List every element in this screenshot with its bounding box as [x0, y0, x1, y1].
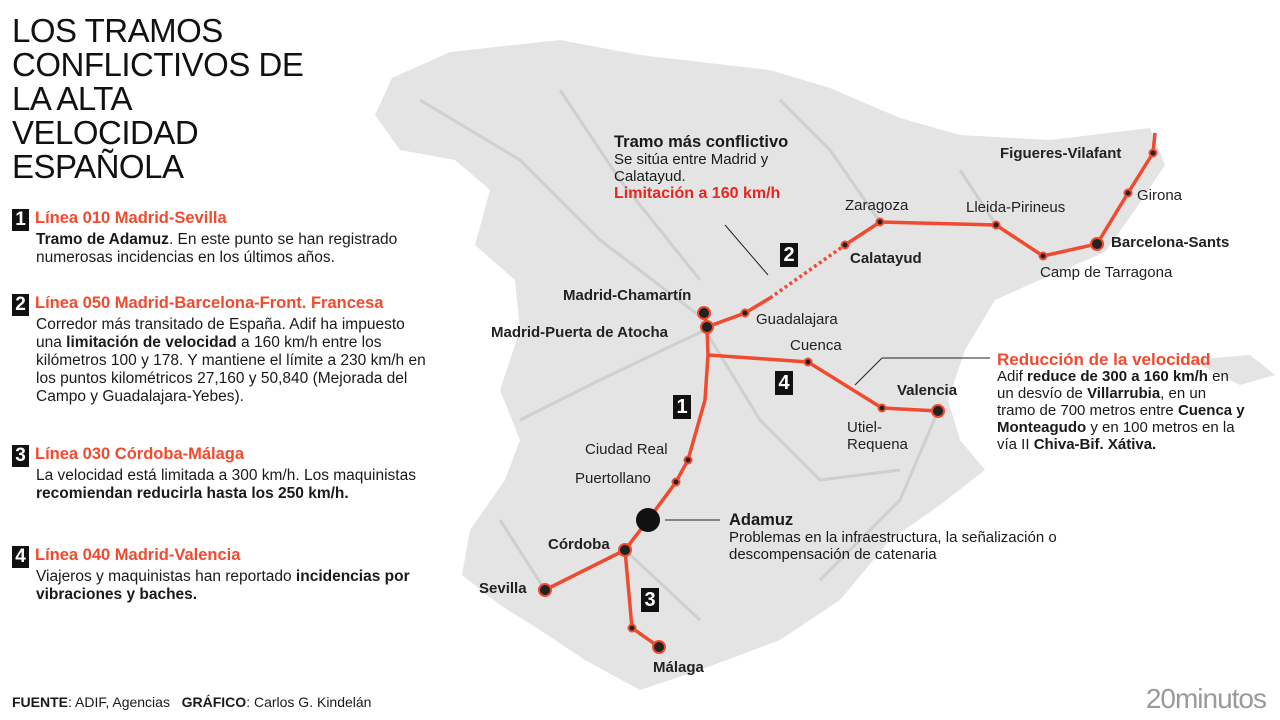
marker-1: 1 [673, 395, 691, 419]
station-lleida: Lleida-Pirineus [966, 199, 1066, 216]
station-puertollano: Puertollano [575, 470, 651, 487]
station-utiel: Utiel-Requena [847, 419, 908, 453]
section-number: 2 [12, 294, 29, 316]
callout-limit: Limitación a 160 km/h [614, 185, 781, 202]
footer-credits: FUENTE: ADIF, Agencias GRÁFICO: Carlos G… [12, 694, 371, 710]
station-barcelona: Barcelona-Sants [1111, 234, 1230, 251]
source-label: FUENTE [12, 694, 68, 710]
section-number: 3 [12, 445, 29, 467]
callout-heading: Adamuz [729, 511, 794, 529]
text: , en un tramo de 700 metros entre [997, 385, 1207, 419]
station-atocha: Madrid-Puerta de Atocha [491, 324, 668, 341]
station-sevilla: Sevilla [479, 580, 527, 597]
callout-reduccion: Reducción de la velocidad Adif reduce de… [997, 351, 1247, 453]
station-dots [538, 148, 1158, 654]
line-040 [707, 353, 939, 413]
line-050-north [844, 132, 1157, 258]
marker-4: 4 [775, 371, 793, 395]
body-text: . En este punto se han registrado numero… [36, 231, 398, 266]
text: y en 100 metros en la vía II [997, 419, 1235, 453]
body-text: La velocidad está limitada a 300 km/h. L… [36, 467, 416, 484]
station-calatayud: Calatayud [850, 250, 922, 267]
marker-2: 2 [780, 243, 798, 267]
section-body: La velocidad está limitada a 300 km/h. L… [36, 467, 432, 503]
leader-lines [665, 224, 990, 521]
station-guadalajara: Guadalajara [756, 311, 838, 328]
section-heading: Línea 010 Madrid-Sevilla [35, 209, 227, 227]
section-line-030: 3 Línea 030 Córdoba-Málaga La velocidad e… [12, 445, 432, 503]
source-text: : ADIF, Agencias [68, 694, 170, 710]
bold-text: reduce de 300 a 160 km/h [1027, 368, 1208, 385]
callout-text: Adif reduce de 300 a 160 km/h en un desv… [997, 368, 1247, 453]
station-cuenca: Cuenca [790, 337, 842, 354]
callout-heading: Tramo más conflictivo [614, 133, 789, 151]
conventional-rail [419, 89, 998, 622]
callout-adamuz: Adamuz Problemas en la infraestructura, … [729, 511, 1119, 564]
marker-3: 3 [641, 588, 659, 612]
section-number: 4 [12, 546, 29, 568]
station-malaga: Málaga [653, 659, 704, 676]
callout-text: Problemas en la infraestructura, la seña… [729, 529, 1057, 563]
section-heading: Línea 040 Madrid-Valencia [35, 546, 241, 564]
section-body: Viajeros y maquinistas han reportado inc… [36, 568, 432, 604]
section-number: 1 [12, 209, 29, 231]
section-line-040: 4 Línea 040 Madrid-Valencia Viajeros y ma… [12, 546, 432, 604]
graphic-label: GRÁFICO [181, 694, 247, 710]
bold-text: Cuenca y Monteagudo [997, 402, 1245, 436]
bold-text: incidencias por vibraciones y baches. [36, 568, 410, 603]
body-text: Viajeros y maquinistas han reportado [36, 568, 296, 585]
station-ciudad-real: Ciudad Real [585, 441, 668, 458]
station-chamartin: Madrid-Chamartín [563, 287, 692, 304]
brand-logo: 20minutos [1145, 683, 1267, 714]
text: en un desvío de [997, 368, 1229, 402]
bold-text: recomiendan reducirla hasta los 250 km/h… [36, 485, 349, 502]
section-body: Corredor más transitado de España. Adif … [36, 316, 432, 406]
callout-tramo: Tramo más conflictivo Se sitúa entre Mad… [614, 133, 834, 203]
bold-text: limitación de velocidad [66, 334, 237, 351]
page-title: LOS TRAMOS CONFLICTIVOS DE LA ALTA VELOC… [12, 12, 304, 185]
station-cordoba: Córdoba [548, 536, 610, 553]
station-zaragoza: Zaragoza [845, 197, 909, 214]
station-valencia: Valencia [897, 382, 958, 399]
high-speed-lines [544, 132, 1157, 649]
section-heading: Línea 030 Córdoba-Málaga [35, 445, 245, 463]
callout-text: Se sitúa entre Madrid y Calatayud. [614, 151, 769, 185]
body-text: a 160 km/h entre los kilómetros 100 y 17… [36, 334, 426, 405]
section-body: Tramo de Adamuz. En este punto se han re… [36, 231, 432, 267]
graphic-text: : Carlos G. Kindelán [246, 694, 372, 710]
bold-text: Chiva-Bif. Xátiva. [1033, 436, 1157, 453]
adamuz-marker [636, 508, 660, 532]
balearic-islands [1190, 355, 1275, 385]
station-figueres: Figueres-Vilafant [1000, 145, 1122, 162]
bold-text: Tramo de Adamuz [36, 231, 169, 248]
section-heading: Línea 050 Madrid-Barcelona-Front. France… [35, 294, 384, 312]
bold-text: Villarrubia [1087, 385, 1161, 402]
spain-land [375, 40, 1165, 690]
body-text: Corredor más transitado de España. Adif … [36, 316, 405, 351]
station-tarragona: Camp de Tarragona [1040, 264, 1173, 281]
section-line-050: 2 Línea 050 Madrid-Barcelona-Front. Franc… [12, 294, 432, 406]
station-girona: Girona [1137, 187, 1183, 204]
section-line-010: 1 Línea 010 Madrid-Sevilla Tramo de Adamu… [12, 209, 432, 267]
callout-heading: Reducción de la velocidad [997, 350, 1211, 369]
text: Adif [997, 368, 1028, 385]
